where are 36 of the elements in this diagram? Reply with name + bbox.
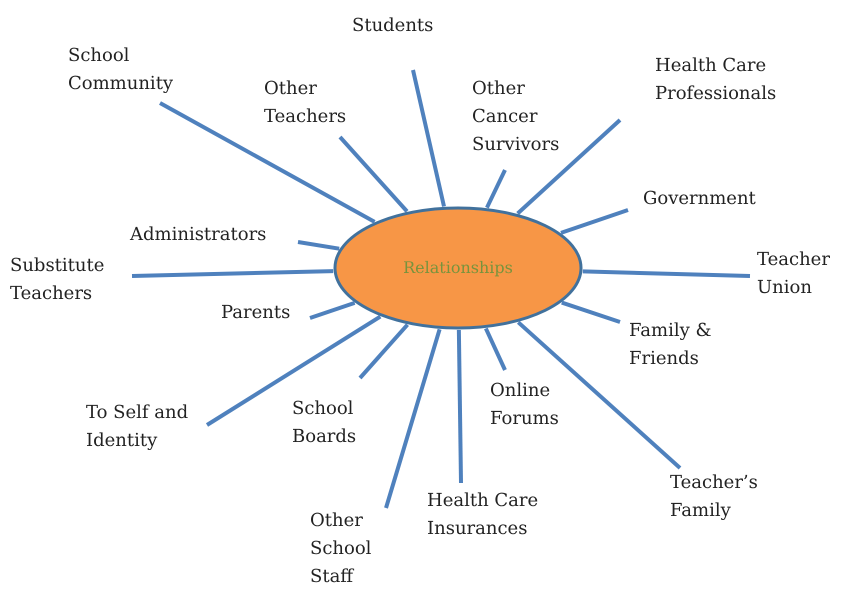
connector-line xyxy=(516,118,622,215)
connector-line xyxy=(298,240,340,251)
relationship-label: Substitute Teachers xyxy=(10,255,104,304)
connector-line xyxy=(456,330,463,484)
connector-line xyxy=(484,328,507,371)
relationship-label: Health Care Insurances xyxy=(427,490,538,539)
connector-line xyxy=(338,136,408,213)
relationship-label: Students xyxy=(352,15,434,36)
relationship-label: To Self and Identity xyxy=(86,402,188,451)
center-label: Relationships xyxy=(403,257,513,279)
relationship-label: Other Teachers xyxy=(264,78,346,127)
connector-line xyxy=(411,70,446,207)
relationship-label: Online Forums xyxy=(490,380,559,429)
connector-line xyxy=(561,300,621,324)
connector-line xyxy=(132,269,334,278)
connector-line xyxy=(384,328,442,509)
relationship-label: School Community xyxy=(68,45,174,94)
connector-line xyxy=(485,169,507,209)
relationship-label: Parents xyxy=(221,302,290,323)
relationship-label: Other School Staff xyxy=(310,510,372,587)
connector-line xyxy=(159,101,376,224)
relationship-label: Family & Friends xyxy=(629,320,712,369)
connector-line xyxy=(309,301,356,320)
relationship-label: School Boards xyxy=(292,398,356,447)
connector-line xyxy=(206,314,382,427)
relationship-label: Teacher Union xyxy=(757,249,830,298)
oval-shape xyxy=(334,206,582,330)
relationship-label: Administrators xyxy=(130,224,266,245)
connector-line xyxy=(582,269,750,278)
connector-line xyxy=(560,208,629,235)
connector-line xyxy=(516,320,682,470)
relationship-label: Other Cancer Survivors xyxy=(472,78,560,155)
relationship-label: Health Care Professionals xyxy=(655,55,776,104)
relationship-label: Government xyxy=(643,188,756,209)
relationship-label: Teacher’s Family xyxy=(670,472,758,521)
connector-line xyxy=(358,323,409,380)
